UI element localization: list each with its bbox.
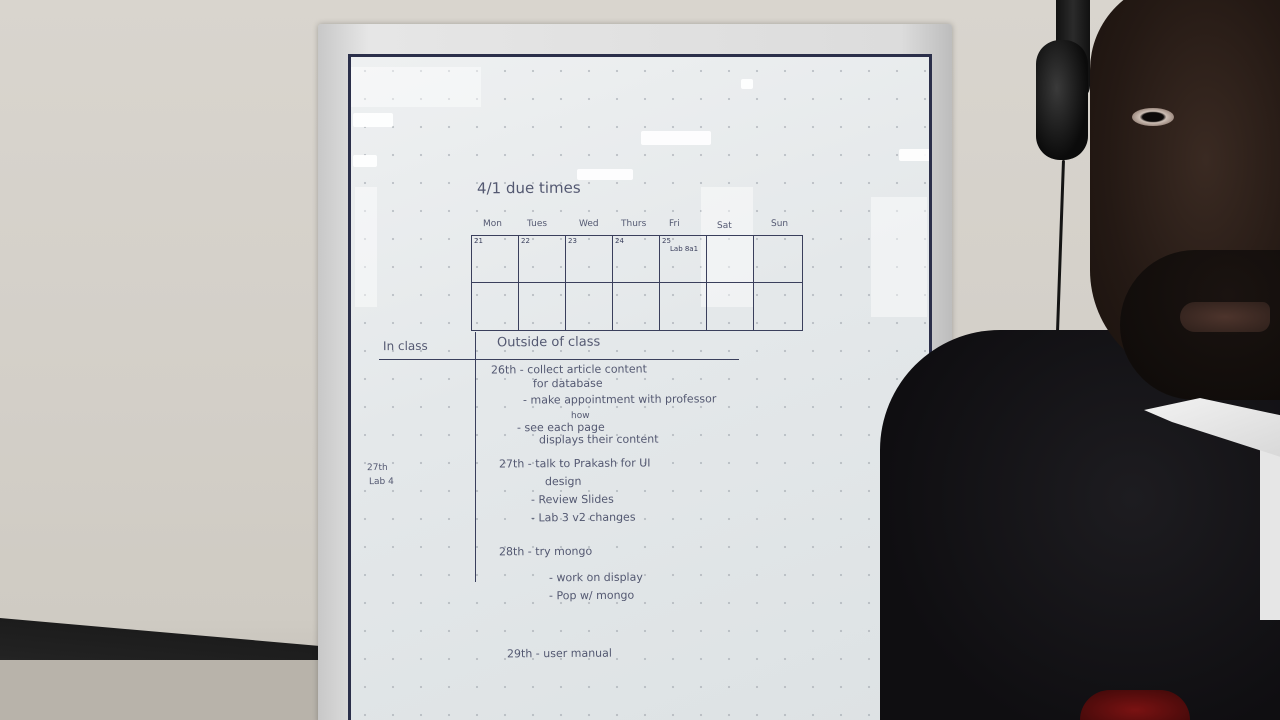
calendar-cell <box>753 282 803 331</box>
day-label-fri: Fri <box>668 218 680 230</box>
calendar-cell <box>471 282 519 331</box>
window-reflection <box>701 187 753 307</box>
task-line: 29th - user manual <box>506 646 612 661</box>
in-class-header: In class <box>382 338 428 354</box>
cell-note: Lab 8a1 <box>670 245 699 253</box>
person <box>880 0 1280 720</box>
task-line: - make appointment with professor <box>522 392 717 407</box>
calendar-cell: 22 <box>518 235 566 283</box>
shirt <box>1260 440 1280 620</box>
calendar-cell <box>659 282 707 331</box>
task-line: how <box>570 410 590 422</box>
window-reflection <box>351 67 481 107</box>
day-label-sun: Sun <box>770 218 789 230</box>
calendar-cell: 21 <box>471 235 519 283</box>
outside-class-header: Outside of class <box>496 334 601 351</box>
board-title: 4/1 due times <box>476 178 581 198</box>
task-line: displays their content <box>538 432 659 447</box>
cell-date: 24 <box>615 237 624 245</box>
light-glare <box>577 169 633 180</box>
cell-date: 23 <box>568 237 577 245</box>
window-reflection <box>355 187 377 307</box>
light-glare <box>741 79 753 89</box>
cell-date: 21 <box>474 237 483 245</box>
task-line: - work on display <box>548 570 643 585</box>
mouth <box>1180 302 1270 332</box>
calendar-cell <box>706 282 754 331</box>
eye <box>1132 108 1174 126</box>
task-line: 27th - talk to Prakash for UI <box>498 456 651 471</box>
task-line: - Review Slides <box>530 492 614 507</box>
calendar-cell: 23 <box>565 235 613 283</box>
calendar-cell <box>565 282 613 331</box>
light-glare <box>641 131 711 145</box>
day-label-sat: Sat <box>716 220 732 232</box>
headphone-icon <box>1036 40 1088 160</box>
task-line: design <box>544 474 582 489</box>
window-reflection <box>871 197 927 317</box>
day-label-wed: Wed <box>578 218 599 230</box>
in-class-note: 27th <box>366 462 388 474</box>
cell-date: 22 <box>521 237 530 245</box>
task-line: 26th - collect article content <box>490 362 647 377</box>
day-label-tue: Tues <box>526 218 548 230</box>
task-line: - Lab 3 v2 changes <box>530 510 636 525</box>
calendar-cell <box>518 282 566 331</box>
task-line: - Pop w/ mongo <box>548 588 635 603</box>
floor <box>0 660 340 720</box>
light-glare <box>353 113 393 127</box>
light-glare <box>899 149 929 161</box>
task-line: 28th - try mongo <box>498 544 593 559</box>
column-divider <box>475 332 476 582</box>
in-class-note: Lab 4 <box>368 476 394 488</box>
calendar-cell <box>706 235 754 283</box>
calendar-cell <box>753 235 803 283</box>
header-divider <box>379 359 739 360</box>
day-label-thu: Thurs <box>620 218 647 230</box>
dot-grid <box>351 57 929 720</box>
cell-date: 25 <box>662 237 671 245</box>
day-label-mon: Mon <box>482 218 503 230</box>
task-line: for database <box>532 376 603 391</box>
light-glare <box>353 155 377 167</box>
calendar-cell: 24 <box>612 235 660 283</box>
red-object <box>1080 690 1190 720</box>
calendar-cell <box>612 282 660 331</box>
whiteboard: 4/1 due times Mon Tues Wed Thurs Fri Sat… <box>348 54 932 720</box>
